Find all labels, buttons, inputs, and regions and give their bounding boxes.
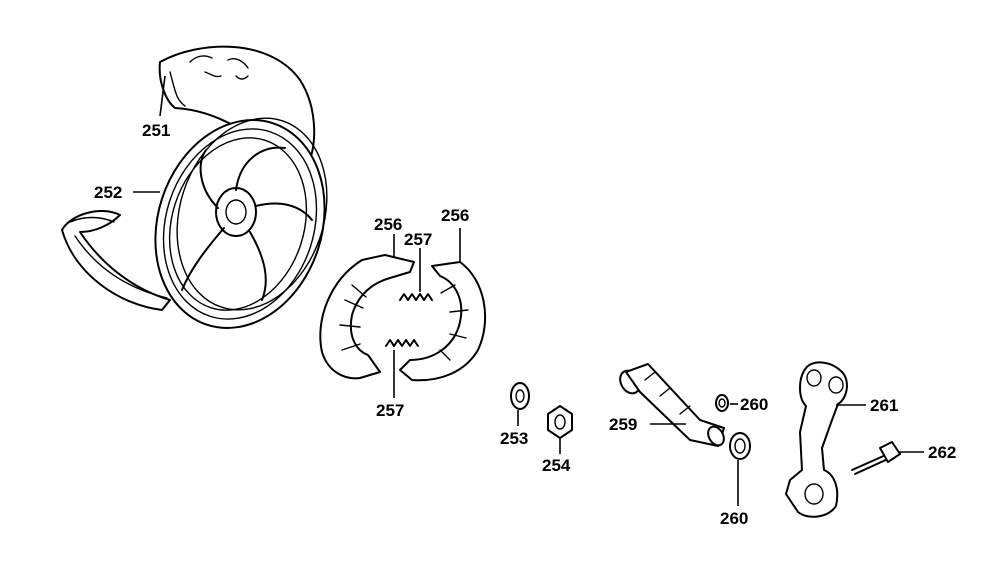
wheel-rim-drawing — [154, 117, 328, 329]
label-cam-shaft: 259 — [609, 415, 637, 434]
washer-drawing — [510, 382, 530, 410]
bolt-drawing — [851, 441, 901, 475]
label-brake-shoe-left: 256 — [374, 215, 402, 234]
label-bolt: 262 — [928, 443, 956, 462]
brake-shoe-drawing — [319, 254, 487, 382]
cam-shaft-drawing — [619, 363, 725, 447]
label-tire: 251 — [142, 121, 170, 140]
nut-drawing — [547, 405, 573, 439]
brake-arm-drawing — [785, 361, 848, 518]
label-seal-upper: 260 — [740, 395, 768, 414]
leader-lines — [133, 75, 924, 506]
label-brake-shoe-right: 256 — [441, 206, 469, 225]
label-spring-lower: 257 — [376, 401, 404, 420]
label-washer: 253 — [500, 429, 528, 448]
part-labels: 251 252 253 254 256 256 257 257 259 260 … — [94, 121, 956, 528]
label-brake-arm: 261 — [870, 396, 898, 415]
seal-drawings — [715, 394, 751, 460]
label-nut: 254 — [542, 456, 571, 475]
label-seal-lower: 260 — [720, 509, 748, 528]
label-spring-upper: 257 — [404, 230, 432, 249]
label-wheel-rim: 252 — [94, 183, 122, 202]
